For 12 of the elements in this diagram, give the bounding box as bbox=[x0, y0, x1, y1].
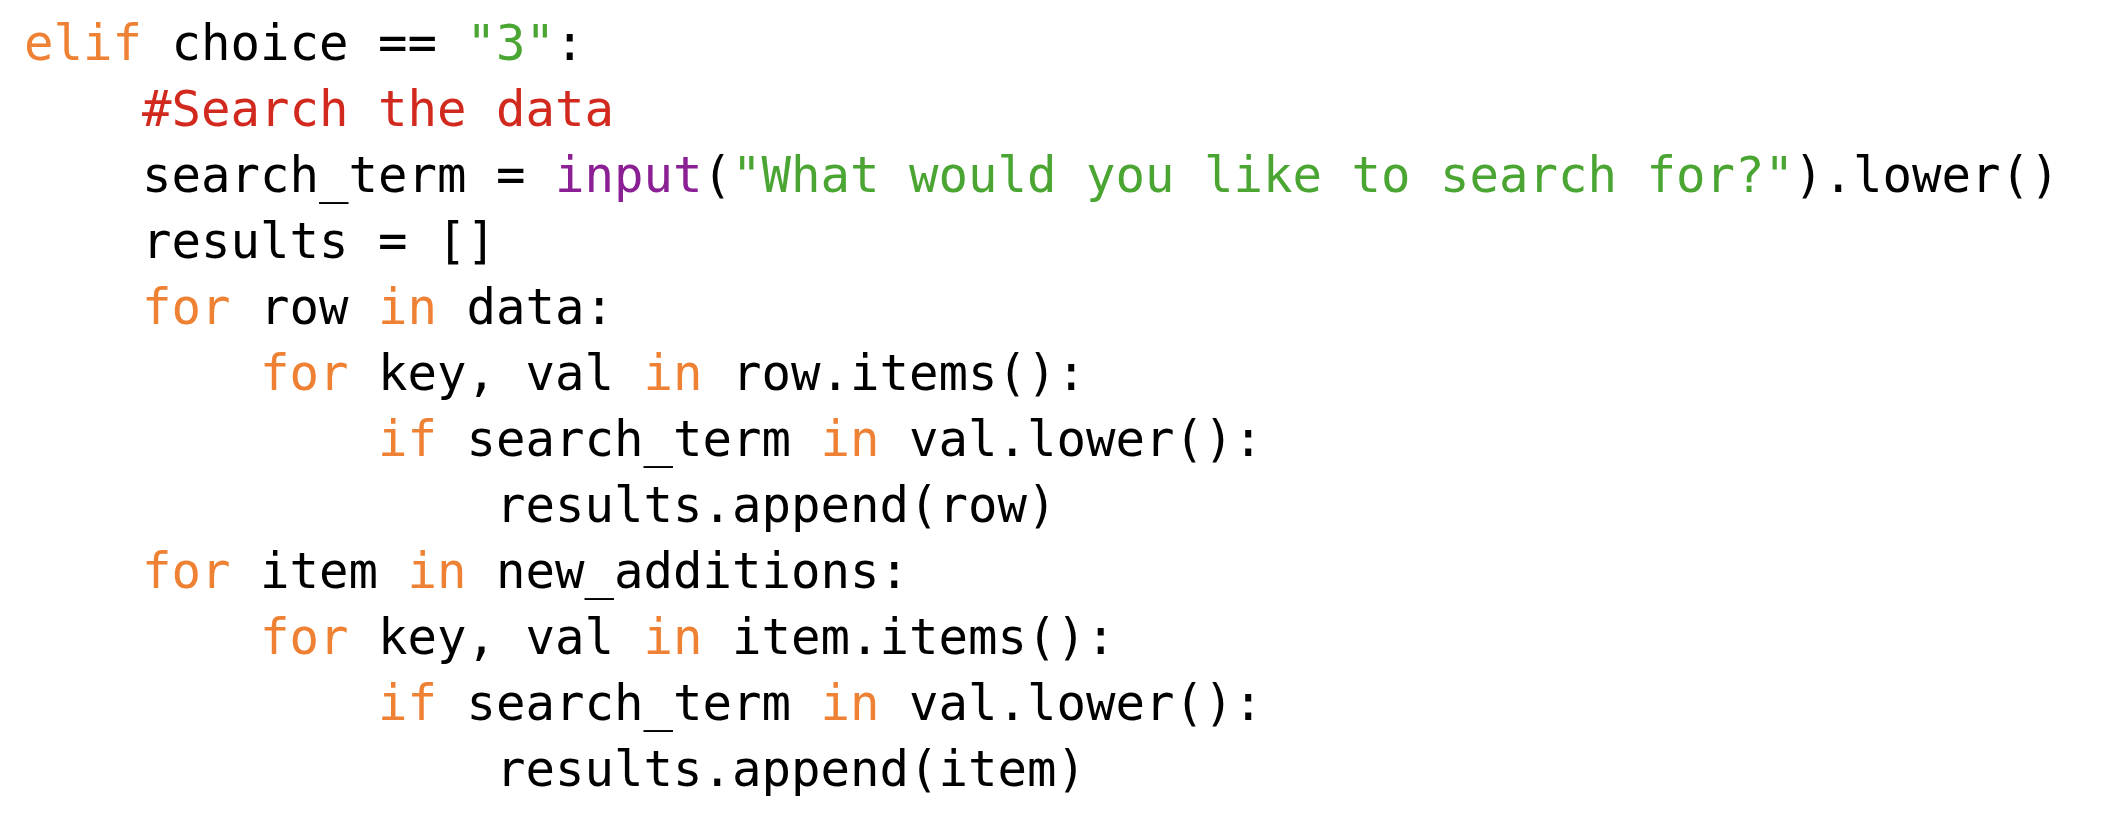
code-line: results = [] bbox=[142, 212, 496, 272]
code-line: for row in data: bbox=[142, 278, 615, 338]
code-line: if search_term in val.lower(): bbox=[378, 674, 1264, 734]
code-line: if search_term in val.lower(): bbox=[378, 410, 1264, 470]
code-line: #Search the data bbox=[142, 80, 614, 140]
code-line: for item in new_additions: bbox=[142, 542, 910, 602]
code-line: elif choice == "3": bbox=[24, 14, 585, 74]
code-line: for key, val in row.items(): bbox=[260, 344, 1087, 404]
code-line: for key, val in item.items(): bbox=[260, 608, 1116, 668]
code-line: results.append(row) bbox=[496, 476, 1057, 536]
code-line: results.append(item) bbox=[496, 740, 1086, 800]
code-line: search_term = input("What would you like to search for?").lower() bbox=[142, 146, 2060, 206]
